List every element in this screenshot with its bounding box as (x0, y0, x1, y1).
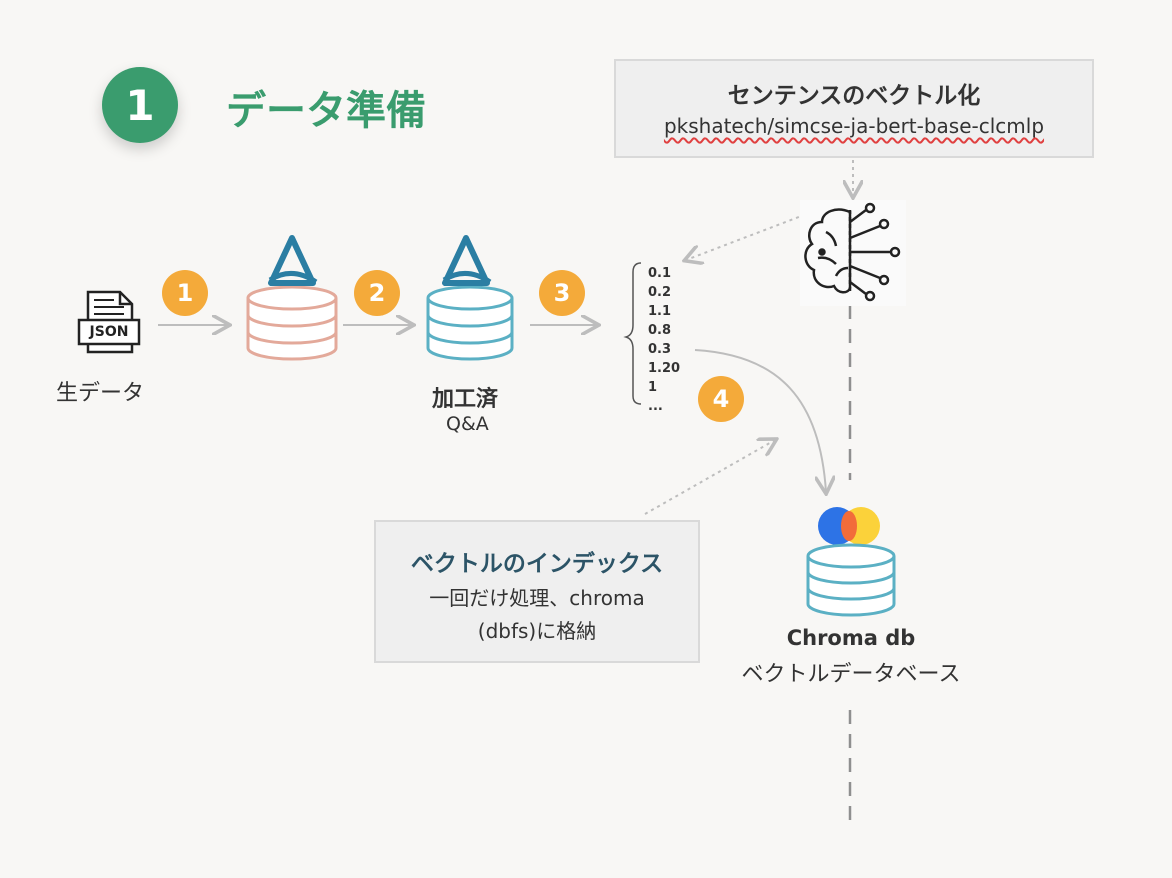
json-icon-text: JSON (89, 324, 129, 340)
processed-title: 加工済 (432, 387, 499, 412)
brain-ai-icon (800, 200, 906, 306)
step-badge: 1 (102, 67, 178, 143)
vector-value: 0.8 (648, 323, 672, 338)
embedding-title: センテンスのベクトル化 (727, 83, 981, 109)
flow-step-3: 3 (539, 270, 585, 316)
vector-value: ... (648, 399, 663, 414)
chroma-database-icon (806, 543, 896, 617)
chroma-title: Chroma db (786, 626, 916, 650)
json-file-icon (77, 290, 141, 354)
index-info-box: ベクトルのインデックス 一回だけ処理、chroma (dbfs)に格納 (374, 520, 700, 663)
flow-step-4: 4 (698, 376, 744, 422)
vector-value: 1 (648, 380, 658, 395)
chroma-logo-icon (818, 507, 880, 545)
embedding-model-name: pkshatech/simcse-ja-bert-base-clcmlp (663, 114, 1045, 138)
vector-value: 1.20 (648, 361, 681, 376)
chroma-subtitle: ベクトルデータベース (741, 662, 961, 687)
logo-icon-1 (268, 235, 318, 286)
section-title: データ準備 (226, 88, 426, 134)
index-title: ベクトルのインデックス (410, 551, 664, 577)
vector-value: 0.1 (648, 266, 672, 281)
raw-data-label: 生データ (56, 381, 145, 406)
embedding-info-box: センテンスのベクトル化 pkshatech/simcse-ja-bert-bas… (614, 59, 1094, 158)
flow-step-2: 2 (354, 270, 400, 316)
vector-value: 1.1 (648, 304, 672, 319)
curve-arrow-4 (694, 349, 826, 492)
processed-database-icon (426, 285, 514, 361)
vector-brace (623, 262, 642, 405)
processed-subtitle: Q&A (446, 413, 489, 435)
logo-icon-2 (442, 235, 492, 286)
raw-database-icon (246, 285, 338, 361)
flow-step-1: 1 (162, 270, 208, 316)
dotted-arrow-index (644, 440, 775, 515)
vector-value: 0.2 (648, 285, 672, 300)
vector-list: 0.1 0.2 1.1 0.8 0.3 1.20 1 ... (648, 264, 680, 416)
index-line-1: 一回だけ処理、chroma (429, 586, 645, 610)
vector-value: 0.3 (648, 342, 672, 357)
index-line-2: (dbfs)に格納 (477, 619, 597, 643)
